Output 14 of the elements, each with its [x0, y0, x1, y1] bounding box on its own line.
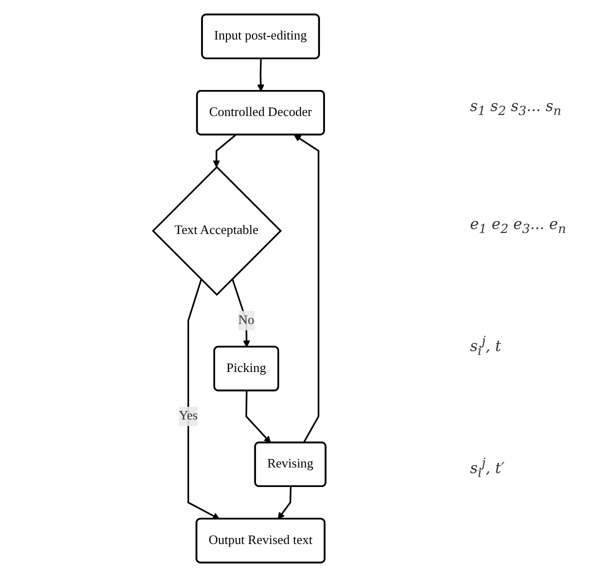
node-diamond: Text Acceptable — [152, 166, 282, 296]
arrow — [187, 279, 220, 520]
arrow — [256, 58, 264, 92]
variable-label: s$_{1}$ s$_{2}$ s$_{3}$... s$_{n}$ — [470, 96, 562, 118]
edge-label: Yes — [178, 409, 198, 423]
arrow — [231, 278, 250, 348]
variable-label: s$_{i}$$^{j}$, t′ — [470, 455, 506, 480]
variable-label: s$_{i}$$^{j}$, t — [470, 333, 502, 358]
arrow — [294, 134, 320, 444]
arrow — [277, 486, 292, 520]
arrow — [212, 134, 236, 168]
variable-label: e$_{1}$ e$_{2}$ e$_{3}$... e$_{n}$ — [470, 214, 568, 236]
edge-label: No — [238, 313, 254, 328]
arrow — [245, 390, 271, 444]
